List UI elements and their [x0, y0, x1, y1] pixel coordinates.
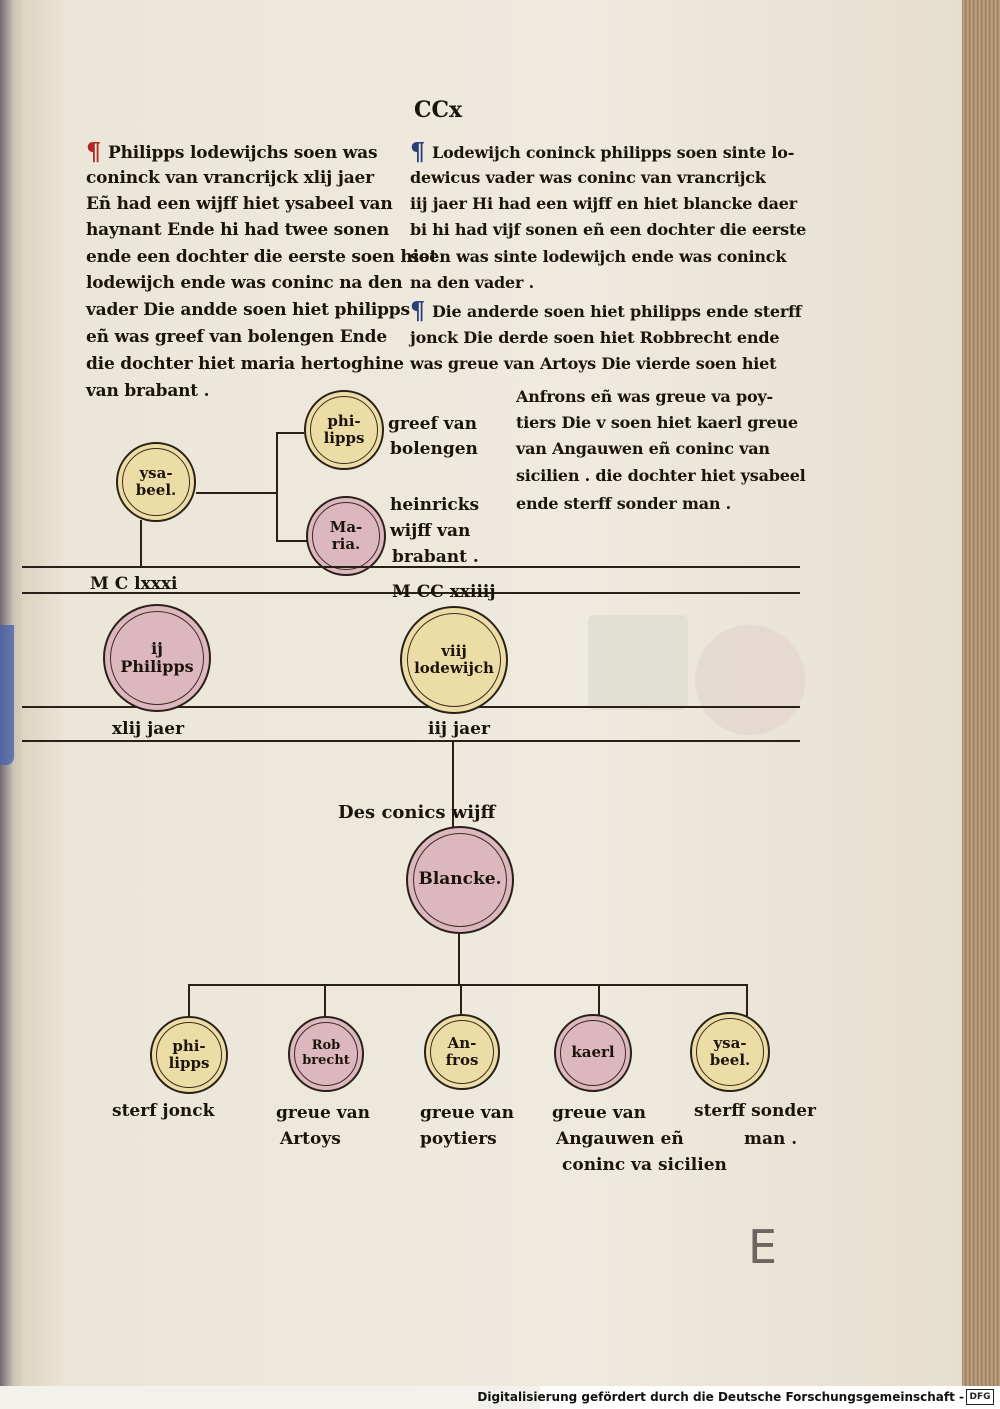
- caption: poytiers: [420, 1129, 497, 1149]
- connector-line: [188, 984, 190, 1020]
- connector-line: [276, 432, 304, 434]
- folio-number: CCx: [414, 97, 463, 123]
- caption: brabant .: [392, 547, 479, 567]
- page-stack-edge: [962, 0, 1000, 1386]
- connector-line: [324, 984, 326, 1020]
- caption: greue van: [552, 1103, 647, 1123]
- text-line: ende een dochter die eerste soen hiet: [86, 247, 438, 267]
- caption: man .: [744, 1129, 798, 1149]
- text-line: ende sterff sonder man .: [516, 494, 732, 513]
- connector-line: [140, 520, 142, 568]
- pencil-margin-mark: E: [748, 1220, 778, 1274]
- succession-band-line: [22, 706, 800, 708]
- text-line: Anfrons eñ was greue va poy-: [516, 387, 773, 406]
- caption: sterf jonck: [112, 1101, 215, 1121]
- pilcrow-mark-red: ¶: [86, 137, 102, 166]
- text-line: was greue van Artoys Die vierde soen hie…: [410, 354, 777, 373]
- caption: wijff van: [390, 521, 471, 541]
- medallion-label: phi- lipps: [168, 1036, 210, 1072]
- year-label: M C lxxxi: [90, 574, 178, 594]
- text-line: soen was sinte lodewijch ende was coninc…: [410, 247, 787, 266]
- text-line: van brabant .: [86, 381, 210, 401]
- succession-band-line: [22, 592, 800, 594]
- caption: bolengen: [390, 439, 478, 459]
- caption: greue van: [276, 1103, 371, 1123]
- medallion-child-kaerl: kaerl: [554, 1014, 632, 1092]
- text-line: Die anderde soen hiet philipps ende ster…: [432, 302, 802, 321]
- reign-length-label: xlij jaer: [112, 719, 185, 739]
- text-line: jonck Die derde soen hiet Robbrecht ende: [410, 328, 780, 347]
- text-line: haynant Ende hi had twee sonen: [86, 220, 390, 240]
- medallion-philipps-ii: ij Philipps: [103, 604, 211, 712]
- medallion-child-philipps: phi- lipps: [150, 1016, 228, 1094]
- medallion-lodewijch-viij: viij lodewijch: [400, 606, 508, 714]
- text-line: dewicus vader was coninc van vrancrijck: [410, 168, 766, 187]
- medallion-label: Ma- ria.: [329, 517, 363, 553]
- text-line: lodewijch ende was coninc na den: [86, 273, 403, 293]
- medallion-label: viij lodewijch: [414, 641, 494, 677]
- medallion-label: An- fros: [445, 1033, 479, 1069]
- caption: Angauwen eñ: [556, 1129, 684, 1149]
- pilcrow-mark-blue: ¶: [410, 137, 426, 166]
- show-through-medallion: [695, 625, 805, 735]
- caption: heinricks: [390, 495, 480, 515]
- connector-line: [276, 540, 308, 542]
- medallion-philipps-son: phi- lipps: [304, 390, 384, 470]
- text-line: Philipps lodewijchs soen was: [108, 143, 378, 163]
- text-line: Lodewijch coninck philipps soen sinte lo…: [432, 143, 795, 162]
- medallion-label: ysa- beel.: [709, 1033, 751, 1069]
- caption: sterff sonder: [694, 1101, 816, 1121]
- text-line: eñ was greef van bolengen Ende: [86, 327, 387, 347]
- medallion-child-anfros: An- fros: [424, 1014, 500, 1090]
- caption: greue van: [420, 1103, 515, 1123]
- caption: Artoys: [280, 1129, 341, 1149]
- text-line: vader Die andde soen hiet philipps: [86, 300, 410, 320]
- connector-line: [196, 492, 278, 494]
- medallion-label: Blancke.: [418, 869, 502, 890]
- adjacent-page-blue-shield: [0, 625, 14, 765]
- caption: coninc va sicilien: [562, 1155, 727, 1175]
- text-line: die dochter hiet maria hertoghine: [86, 354, 404, 374]
- medallion-label: Rob brecht: [302, 1038, 350, 1068]
- caption: greef van: [388, 414, 477, 434]
- connector-line: [458, 934, 460, 984]
- text-line: Eñ had een wijff hiet ysabeel van: [86, 194, 393, 214]
- text-line: bi hi had vijf sonen eñ een dochter die …: [410, 220, 807, 239]
- text-line: iij jaer Hi had een wijff en hiet blanck…: [410, 194, 797, 213]
- connector-line: [746, 984, 748, 1016]
- medallion-label: ij Philipps: [120, 638, 194, 676]
- connector-line: [276, 432, 278, 542]
- medallion-ysabeel: ysa- beel.: [116, 442, 196, 522]
- medallion-label: phi- lipps: [323, 411, 365, 447]
- text-line: na den vader .: [410, 273, 534, 292]
- succession-band-line: [22, 740, 800, 742]
- medallion-blancke: Blancke.: [406, 826, 514, 934]
- medallion-child-ysabeel: ysa- beel.: [690, 1012, 770, 1092]
- connector-line: [598, 984, 600, 1018]
- succession-band-line: [22, 566, 800, 568]
- medallion-child-robbrecht: Rob brecht: [288, 1016, 364, 1092]
- medallion-label: kaerl: [571, 1043, 615, 1062]
- connector-line: [452, 742, 454, 836]
- footer-text: Digitalisierung gefördert durch die Deut…: [477, 1390, 964, 1404]
- text-line: sicilien . die dochter hiet ysabeel: [516, 466, 806, 485]
- connector-line: [460, 984, 462, 1018]
- connector-line: [188, 984, 748, 986]
- medallion-maria: Ma- ria.: [306, 496, 386, 576]
- text-line: coninck van vrancrijck xlij jaer: [86, 168, 374, 188]
- medallion-label: ysa- beel.: [135, 463, 177, 499]
- text-line: van Angauwen eñ coninc van: [516, 439, 770, 458]
- show-through-shield: [588, 615, 688, 710]
- text-line: tiers Die v soen hiet kaerl greue: [516, 413, 798, 432]
- dfg-logo: DFG: [966, 1389, 994, 1405]
- digitization-footer: Digitalisierung gefördert durch die Deut…: [477, 1386, 1000, 1409]
- wife-label: Des conics wijff: [338, 802, 496, 823]
- pilcrow-mark-blue: ¶: [410, 296, 426, 325]
- year-label: M CC xxiiij: [392, 582, 496, 602]
- reign-length-label: iij jaer: [428, 719, 490, 739]
